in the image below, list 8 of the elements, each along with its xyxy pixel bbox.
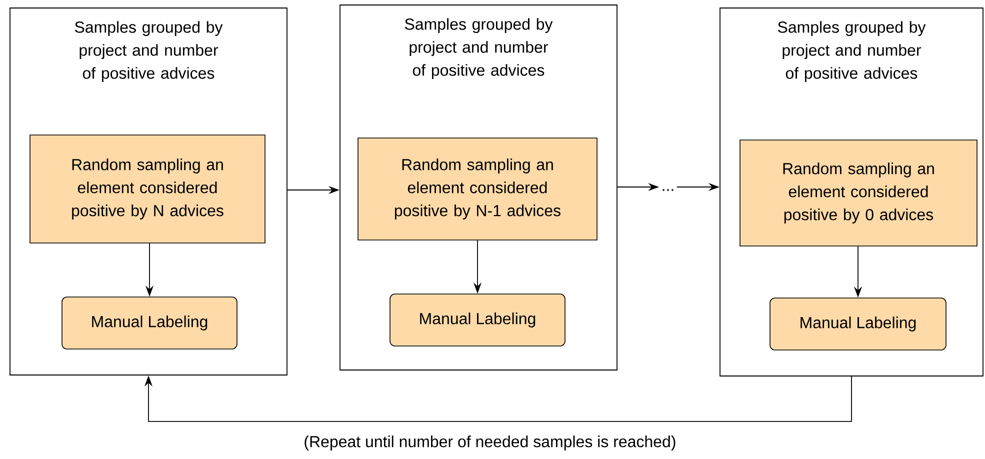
- labeling-box: Manual Labeling: [770, 298, 946, 350]
- sampling-box: Random sampling an element considered positive by N-1 advices: [358, 138, 598, 240]
- sampling-box: Random sampling an element considered positive by 0 advices: [740, 140, 978, 246]
- edge-label: (Repeat until number of needed samples is reached): [302, 434, 678, 452]
- ellipsis-text: ...: [662, 189, 674, 191]
- sampling-box: Random sampling an element considered positive by N advices: [30, 134, 266, 244]
- labeling-box: Manual Labeling: [62, 296, 238, 350]
- labeling-box: Manual Labeling: [390, 294, 566, 346]
